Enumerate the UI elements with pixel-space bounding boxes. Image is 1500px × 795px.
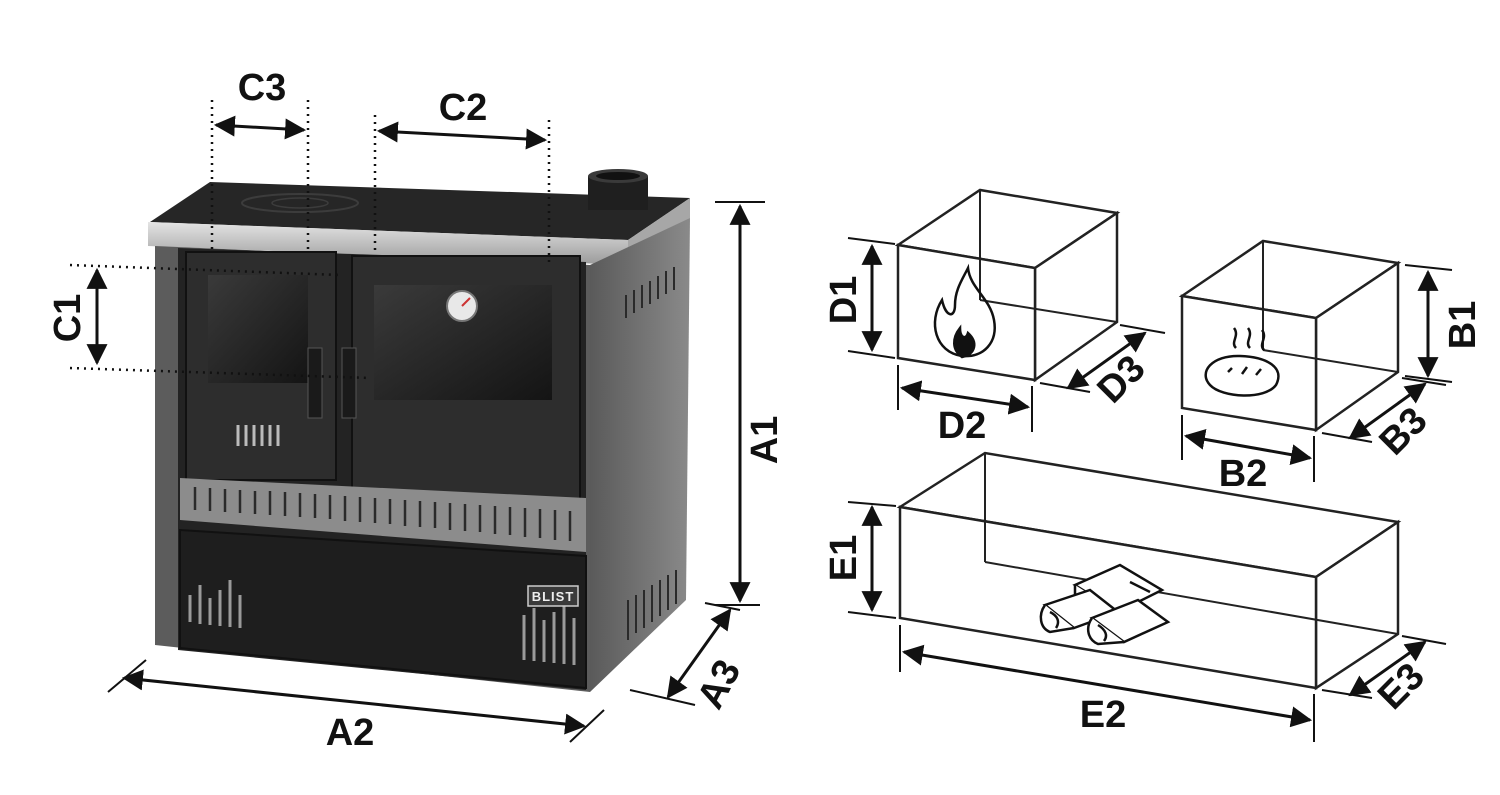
ash-vent-grille: [236, 425, 280, 446]
bread-icon: [1204, 327, 1280, 397]
label-e3: E3: [1370, 655, 1433, 718]
dim-line-e2: [901, 644, 1313, 728]
label-e1: E1: [823, 535, 865, 581]
brand-logo: BLIST: [532, 589, 575, 604]
stove: BLIST: [148, 169, 690, 692]
dim-line-e3: [1348, 640, 1427, 697]
label-c1: C1: [47, 294, 89, 343]
label-d1: D1: [823, 276, 865, 325]
firebox-handle: [307, 347, 323, 419]
label-d3: D3: [1089, 347, 1153, 411]
oven-door: [341, 255, 581, 501]
dim-line-b2: [1183, 428, 1313, 466]
label-c2: C2: [439, 87, 488, 129]
firewood-icon: [1039, 563, 1171, 646]
stove-cooktop: [150, 182, 690, 240]
stove-side-panel: [590, 218, 690, 692]
dim-line-b3: [1348, 382, 1427, 440]
chimney-flue: [588, 169, 648, 210]
label-b1: B1: [1442, 301, 1484, 350]
drawer-volume: E1 E2 E3: [823, 451, 1447, 742]
dim-line-d3: [1066, 331, 1147, 390]
flame-icon: [933, 263, 996, 359]
label-b3: B3: [1371, 399, 1435, 463]
firebox-volume: D1 D2 D3: [823, 188, 1166, 447]
dim-line-c3: [213, 115, 307, 140]
oven-volume: B1 B2 B3: [1178, 239, 1484, 495]
side-vent-slots: [625, 267, 677, 640]
dim-line-c2: [376, 121, 548, 150]
brand-plate: [527, 585, 579, 607]
dim-line-a3: [666, 608, 732, 699]
stove-steel-rim: [148, 222, 628, 265]
front-vent-strip: [180, 478, 586, 552]
stove-dimensions: C3 C2 C1 A1 A2 A3: [47, 67, 786, 754]
label-a1: A1: [744, 416, 786, 465]
label-b2: B2: [1219, 453, 1268, 495]
label-e2: E2: [1080, 694, 1126, 736]
thermometer-gauge: [446, 290, 478, 322]
stove-hob-ring: [241, 193, 359, 213]
label-a3: A3: [689, 653, 749, 716]
firebox-door: [185, 251, 337, 481]
wood-drawer: BLIST: [179, 528, 587, 690]
dim-line-d2: [899, 380, 1031, 415]
label-c3: C3: [238, 67, 287, 109]
oven-handle: [341, 347, 357, 419]
label-a2: A2: [326, 712, 375, 754]
label-d2: D2: [938, 405, 987, 447]
dim-line-a2: [121, 669, 587, 735]
